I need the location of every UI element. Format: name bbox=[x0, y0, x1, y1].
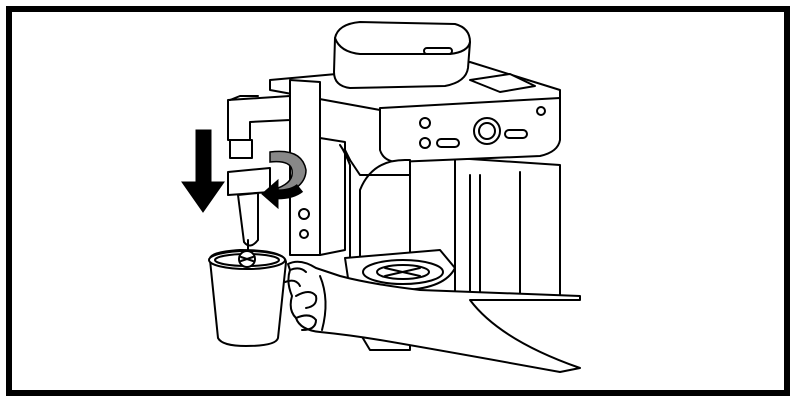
frother-wand-head bbox=[227, 167, 271, 196]
finger-line bbox=[284, 279, 301, 287]
knuckle-line bbox=[319, 275, 327, 331]
rotate-arrow-icon bbox=[261, 150, 307, 210]
frother-arm-joint bbox=[229, 139, 253, 159]
side-accessory bbox=[469, 73, 536, 93]
hand-shape bbox=[287, 260, 581, 373]
left-column-side bbox=[319, 137, 346, 256]
mode-button[interactable] bbox=[504, 129, 528, 139]
indicator-light bbox=[419, 117, 431, 129]
column-knob bbox=[298, 208, 310, 220]
control-panel bbox=[379, 97, 561, 163]
column-knob bbox=[299, 229, 309, 239]
mug bbox=[208, 249, 287, 347]
frother-arm-top bbox=[227, 95, 291, 141]
finger-line bbox=[289, 267, 307, 273]
frother-arm[interactable] bbox=[227, 95, 291, 253]
mug-body bbox=[208, 249, 287, 347]
finger-line bbox=[295, 314, 317, 331]
frother-wand-shaft bbox=[237, 192, 259, 247]
mode-button[interactable] bbox=[436, 138, 460, 148]
indicator-light bbox=[419, 137, 431, 149]
arch-edge bbox=[344, 149, 351, 161]
front-arch-panel bbox=[339, 144, 411, 263]
hand bbox=[284, 260, 581, 373]
whisk-blade bbox=[240, 256, 254, 262]
grate-slot bbox=[384, 267, 421, 277]
frother-arm-edge bbox=[229, 95, 259, 101]
finger-line bbox=[295, 291, 318, 309]
down-arrow-icon bbox=[181, 129, 225, 213]
selector-dial-center bbox=[478, 122, 496, 140]
reservoir-handle[interactable] bbox=[423, 47, 453, 55]
indicator-light bbox=[536, 106, 546, 116]
reservoir-lid-edge bbox=[334, 37, 471, 55]
machine-body bbox=[269, 21, 561, 351]
